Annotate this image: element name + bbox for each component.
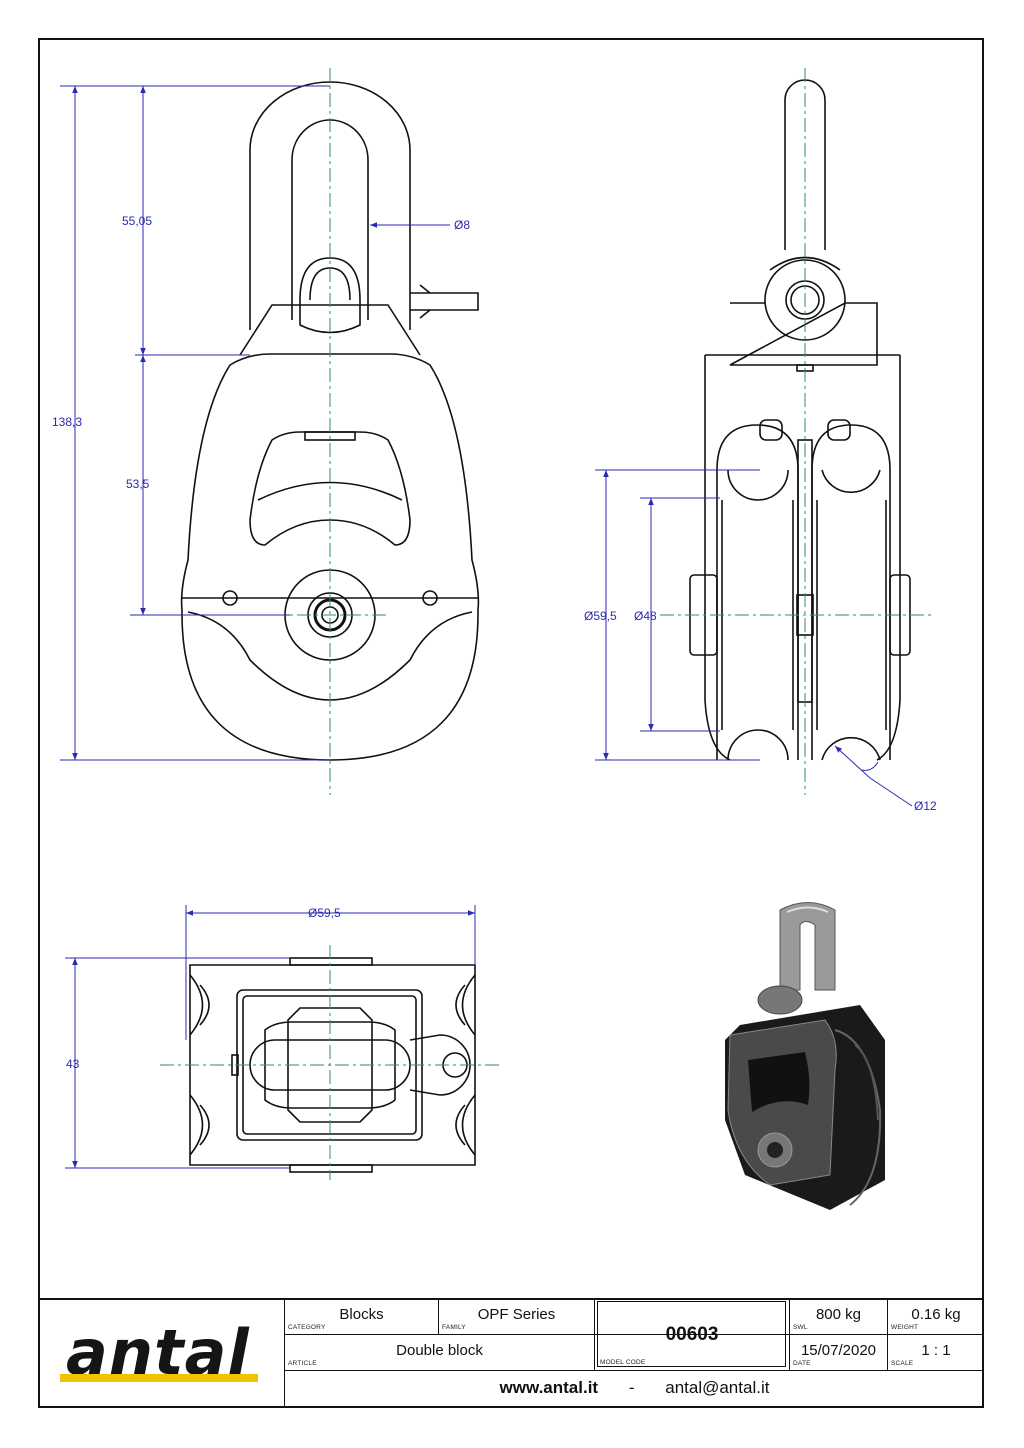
family-caption: FAMILY bbox=[442, 1324, 466, 1331]
date-caption: DATE bbox=[793, 1360, 811, 1367]
dim-body-height: 53,5 bbox=[126, 477, 150, 491]
contact-row: www.antal.it - antal@antal.it bbox=[285, 1378, 984, 1404]
side-centerlines bbox=[660, 68, 935, 795]
front-body bbox=[180, 353, 480, 761]
weight-value: 0.16 kg bbox=[911, 1306, 961, 1323]
front-hole-left bbox=[222, 590, 238, 606]
model-code-caption: MODEL CODE bbox=[600, 1359, 646, 1366]
dim-top-depth: 43 bbox=[66, 1057, 80, 1071]
side-eye bbox=[764, 259, 846, 341]
front-pin-stub bbox=[410, 292, 479, 311]
top-dimensions bbox=[65, 905, 476, 1169]
date-value: 15/07/2020 bbox=[800, 1342, 877, 1359]
model-code-value: 00603 bbox=[665, 1324, 719, 1345]
swl-caption: SWL bbox=[793, 1324, 808, 1331]
top-swivel bbox=[264, 1021, 396, 1109]
category-value: Blocks bbox=[339, 1306, 384, 1323]
side-plate-left bbox=[704, 354, 731, 761]
logo-underline bbox=[60, 1374, 258, 1382]
side-plate-right bbox=[876, 354, 901, 761]
scale-value: 1 : 1 bbox=[921, 1342, 951, 1359]
scale-caption: SCALE bbox=[891, 1360, 914, 1367]
front-centerlines bbox=[272, 68, 388, 795]
family-value: OPF Series bbox=[477, 1306, 556, 1323]
side-cap bbox=[729, 302, 878, 366]
dim-top-width: Ø59,5 bbox=[308, 906, 341, 920]
drawing-frame bbox=[38, 38, 984, 1408]
category-caption: CATEGORY bbox=[288, 1324, 326, 1331]
front-dimensions bbox=[60, 85, 450, 761]
article-value: Double block bbox=[396, 1342, 483, 1359]
front-swivel-head bbox=[299, 257, 361, 334]
side-view bbox=[689, 79, 911, 761]
dim-sheave-outer: Ø59,5 bbox=[584, 609, 617, 623]
email-link[interactable]: antal@antal.it bbox=[665, 1378, 770, 1397]
front-hole-right bbox=[422, 590, 438, 606]
website-link[interactable]: www.antal.it bbox=[499, 1378, 599, 1397]
dim-shackle-height: 55,05 bbox=[122, 214, 152, 228]
top-outline bbox=[189, 964, 476, 1166]
weight-caption: WEIGHT bbox=[891, 1324, 919, 1331]
front-window bbox=[249, 431, 411, 546]
side-dimensions bbox=[595, 469, 913, 807]
contact-separator: - bbox=[628, 1378, 635, 1397]
swl-value: 800 kg bbox=[815, 1306, 862, 1323]
dim-rope-diameter: Ø12 bbox=[914, 799, 937, 813]
antal-logo: antal bbox=[60, 1316, 280, 1389]
dim-pin-diameter: Ø8 bbox=[454, 218, 470, 232]
top-view bbox=[189, 957, 476, 1173]
dim-total-height: 138,3 bbox=[52, 415, 82, 429]
dim-sheave-inner: Ø48 bbox=[634, 609, 657, 623]
top-centerlines bbox=[160, 945, 500, 1180]
title-block: antal Blocks CATEGORY OPF Series FAMILY … bbox=[38, 1298, 984, 1408]
render-3d bbox=[725, 902, 885, 1210]
article-caption: ARTICLE bbox=[288, 1360, 317, 1367]
